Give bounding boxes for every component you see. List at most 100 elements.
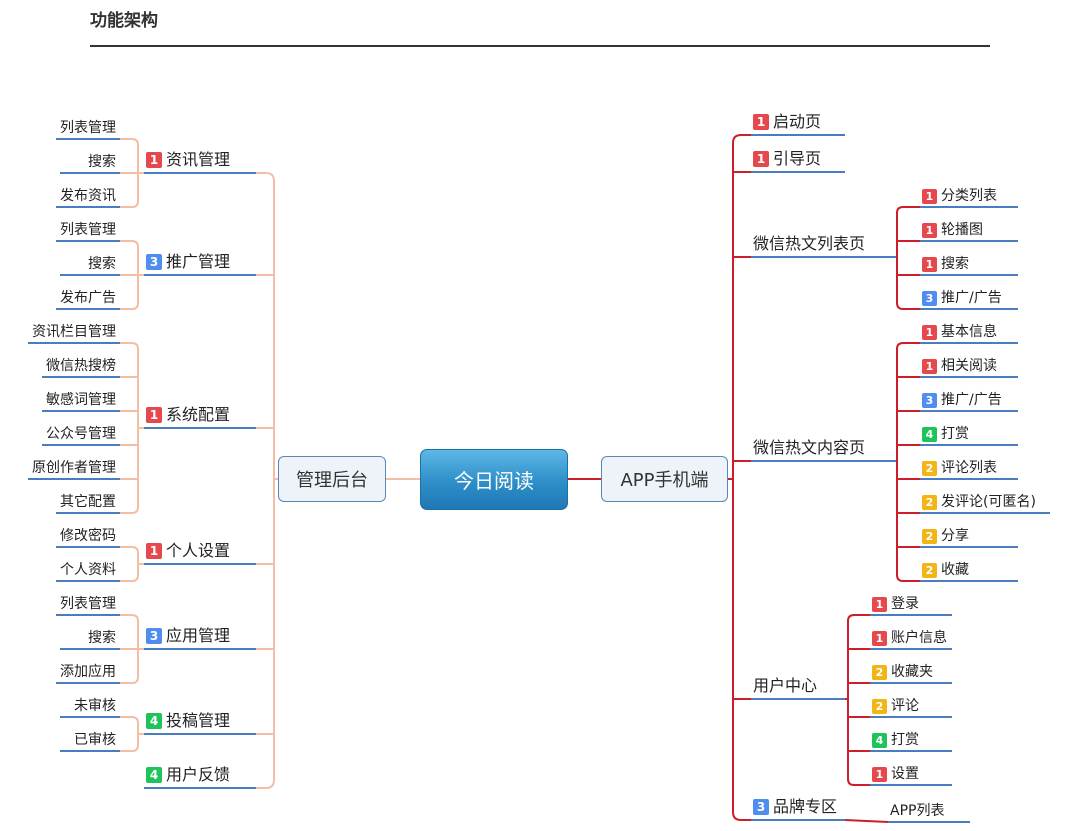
right-leaf-connector <box>896 206 920 214</box>
right-category-node-label: 引导页 <box>773 149 822 168</box>
priority-3-icon: 3 <box>146 254 162 270</box>
priority-1-icon: 1 <box>753 151 769 167</box>
page-title: 功能架构 <box>90 11 158 31</box>
left-category-node-label: 推广管理 <box>166 252 231 271</box>
right-category-connector <box>732 134 751 144</box>
right-category-node[interactable]: 微信热文内容页 <box>753 439 865 457</box>
left-leaf-node[interactable]: 原创作者管理 <box>32 459 116 477</box>
right-leaf-connector <box>896 574 920 582</box>
left-leaf-node-label: 搜索 <box>88 154 116 170</box>
left-leaf-node-label: 列表管理 <box>60 222 116 238</box>
left-leaf-node[interactable]: 资讯栏目管理 <box>32 323 116 341</box>
left-branch-node[interactable]: 管理后台 <box>278 456 386 502</box>
left-leaf-connector <box>120 302 139 310</box>
right-leaf-node-label: APP列表 <box>890 803 945 819</box>
right-leaf-connector <box>896 342 920 350</box>
left-leaf-connector <box>120 138 139 146</box>
right-category-connector <box>732 811 751 821</box>
left-leaf-node[interactable]: 微信热搜榜 <box>46 357 116 375</box>
priority-1-icon: 1 <box>922 358 937 374</box>
priority-2-icon: 2 <box>922 562 937 578</box>
right-leaf-node[interactable]: APP列表 <box>890 802 944 820</box>
left-category-node-label: 用户反馈 <box>166 765 231 784</box>
right-category-node[interactable]: 用户中心 <box>753 677 817 695</box>
left-leaf-node[interactable]: 发布广告 <box>60 289 116 307</box>
left-leaf-node[interactable]: 搜索 <box>88 629 116 647</box>
priority-1-icon: 1 <box>872 596 887 612</box>
left-leaf-node[interactable]: 搜索 <box>88 255 116 273</box>
left-leaf-node[interactable]: 其它配置 <box>60 493 116 511</box>
left-leaf-connector <box>120 744 139 752</box>
left-leaf-node[interactable]: 已审核 <box>74 731 116 749</box>
priority-2-icon: 2 <box>922 528 937 544</box>
left-leaf-node-label: 添加应用 <box>60 664 116 680</box>
priority-1-icon: 1 <box>922 188 937 204</box>
left-leaf-node[interactable]: 敏感词管理 <box>46 391 116 409</box>
left-leaf-node[interactable]: 列表管理 <box>60 595 116 613</box>
left-leaf-node[interactable]: 列表管理 <box>60 119 116 137</box>
right-category-node-label: 用户中心 <box>753 676 818 695</box>
priority-4-icon: 4 <box>922 426 937 442</box>
priority-1-icon: 1 <box>922 256 937 272</box>
left-leaf-node[interactable]: 添加应用 <box>60 663 116 681</box>
left-leaf-node[interactable]: 列表管理 <box>60 221 116 239</box>
left-leaf-node[interactable]: 公众号管理 <box>46 425 116 443</box>
left-leaf-node-label: 资讯栏目管理 <box>32 324 116 340</box>
title-divider <box>90 45 990 47</box>
left-leaf-node-label: 发布资讯 <box>60 188 116 204</box>
left-leaf-node[interactable]: 搜索 <box>88 153 116 171</box>
left-leaf-node-label: 搜索 <box>88 630 116 646</box>
right-leaf-node-label: 账户信息 <box>891 630 947 646</box>
priority-3-icon: 3 <box>753 799 769 815</box>
left-category-node-label: 系统配置 <box>166 405 231 424</box>
left-leaf-node[interactable]: 未审核 <box>74 697 116 715</box>
right-leaf-node-label: 收藏 <box>941 562 969 578</box>
left-leaf-node-label: 搜索 <box>88 256 116 272</box>
left-leaf-node-label: 已审核 <box>74 732 116 748</box>
right-category-node[interactable]: 微信热文列表页 <box>753 235 865 253</box>
left-leaf-node-label: 修改密码 <box>60 528 116 544</box>
right-category-node-label: 启动页 <box>773 112 822 131</box>
left-leaf-connector <box>120 574 139 582</box>
left-leaf-node[interactable]: 个人资料 <box>60 561 116 579</box>
left-category-node-label: 个人设置 <box>166 541 231 560</box>
left-leaf-node[interactable]: 修改密码 <box>60 527 116 545</box>
left-leaf-node-label: 公众号管理 <box>46 426 116 442</box>
right-branch-node[interactable]: APP手机端 <box>601 456 728 502</box>
right-leaf-node-label: 分类列表 <box>941 188 997 204</box>
priority-2-icon: 2 <box>922 460 937 476</box>
priority-2-icon: 2 <box>872 698 887 714</box>
left-leaf-node-label: 发布广告 <box>60 290 116 306</box>
central-topic-node[interactable]: 今日阅读 <box>420 449 568 510</box>
left-leaf-connector <box>120 716 139 724</box>
left-leaf-node[interactable]: 发布资讯 <box>60 187 116 205</box>
